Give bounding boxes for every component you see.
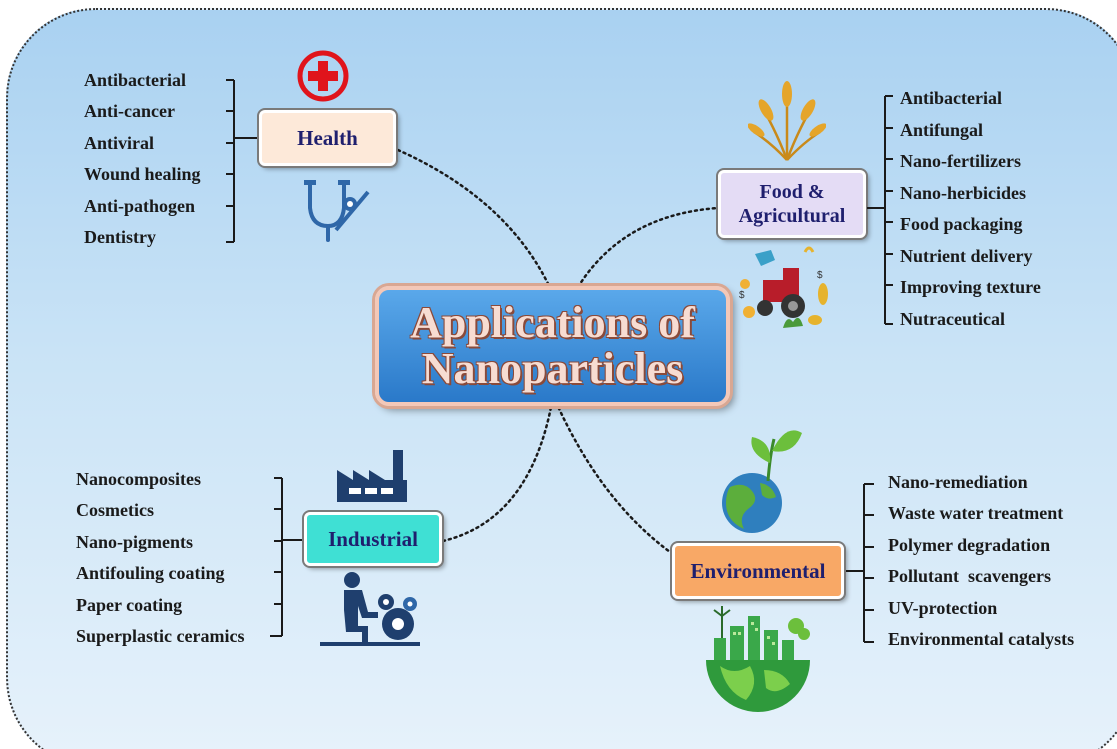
svg-text:$: $ [739, 290, 745, 301]
industrial-item: Nano-pigments [76, 532, 194, 552]
industrial-node: Industrial [304, 512, 442, 566]
food-item: Food packaging [900, 214, 1023, 234]
red-cross-icon [297, 50, 349, 102]
environmental-item: Pollutant scavengers [888, 566, 1051, 586]
health-node: Health [259, 110, 396, 166]
industrial-item: Cosmetics [76, 500, 154, 520]
environmental-item: Nano-remediation [888, 472, 1028, 492]
industrial-label: Industrial [328, 526, 418, 551]
stethoscope-icon [304, 180, 370, 242]
health-item: Wound healing [84, 164, 201, 184]
central-title-node: Applications of Nanoparticles [375, 286, 730, 406]
health-item: Antibacterial [84, 70, 186, 90]
health-label: Health [297, 125, 358, 150]
wheat-icon [748, 81, 826, 161]
environmental-label: Environmental [690, 558, 826, 583]
industrial-item: Nanocomposites [76, 469, 201, 489]
food-item: Nano-herbicides [900, 183, 1026, 203]
worker-machinery-icon [320, 572, 420, 646]
environmental-item: Environmental catalysts [888, 629, 1075, 649]
health-item: Dentistry [84, 227, 156, 247]
environmental-bracket [846, 483, 874, 643]
food-bracket [867, 95, 893, 325]
green-city-globe-icon [706, 606, 810, 712]
food-item: Nutrient delivery [900, 246, 1033, 266]
svg-text:$: $ [817, 270, 823, 281]
connector-industrial [441, 400, 554, 543]
environmental-item: Waste water treatment [888, 503, 1064, 523]
food-item: Nutraceutical [900, 309, 1005, 329]
industrial-item: Paper coating [76, 595, 183, 615]
environmental-item: UV-protection [888, 598, 998, 618]
earth-sprout-icon [722, 430, 802, 533]
environmental-item: Polymer degradation [888, 535, 1051, 555]
environmental-node: Environmental [672, 543, 844, 599]
industrial-item: Antifouling coating [76, 563, 225, 583]
connector-food [573, 206, 720, 294]
connector-health [396, 148, 554, 294]
farming-icon: $ $ [739, 246, 828, 328]
food-item: Nano-fertilizers [900, 151, 1021, 171]
food-agricultural-node: Food & Agricultural [718, 170, 866, 238]
health-item: Anti-pathogen [84, 196, 196, 216]
industrial-item: Superplastic ceramics [76, 626, 245, 646]
health-item: Antiviral [84, 133, 154, 153]
health-item: Anti-cancer [84, 101, 175, 121]
health-bracket [226, 79, 258, 243]
food-item: Antifungal [900, 120, 984, 140]
food-item: Improving texture [900, 277, 1041, 297]
connector-environmental [554, 400, 672, 554]
food-item: Antibacterial [900, 88, 1002, 108]
food-agricultural-label: Food & Agricultural [738, 181, 846, 227]
central-title: Applications of Nanoparticles [410, 298, 695, 393]
industrial-bracket [270, 477, 304, 637]
factory-icon [337, 450, 407, 502]
